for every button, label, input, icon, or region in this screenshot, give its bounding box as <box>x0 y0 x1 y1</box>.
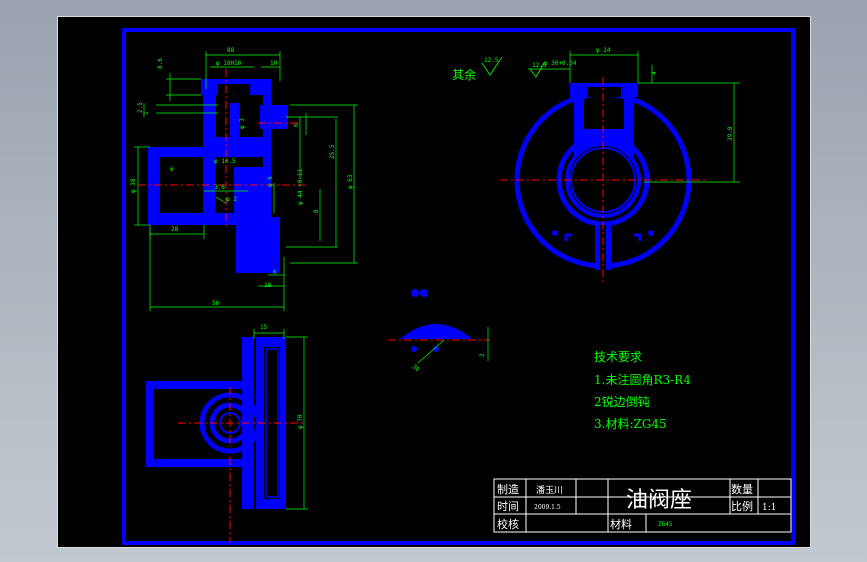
check-label: 校核 <box>497 517 519 531</box>
quantity-label: 数量 <box>731 483 753 496</box>
technical-requirements: 技术要求 1.未注圆角R3-R4 2锐边倒钝 3.材料:ZG45 <box>594 350 691 431</box>
dim-1: 1 <box>143 111 150 115</box>
scale-value: 1:1 <box>762 503 776 513</box>
dim-6-top: 6 <box>293 123 300 127</box>
dim-phi18h10: φ 18H10 <box>216 60 242 67</box>
dim-28: 28 <box>171 226 179 233</box>
dim-56: 56 <box>212 300 220 307</box>
dim-39-8: 39.8 <box>727 126 734 141</box>
dim-6-low: 6 <box>273 269 277 276</box>
dim-3-6: 3.6 <box>214 184 225 191</box>
roughness-symbol <box>481 56 503 76</box>
time-label: 时间 <box>497 500 519 513</box>
title-block: 制造 潘玉川 时间 2009.1.5 校核 油阀座 数量 比例 1:1 材料 Z… <box>493 478 792 533</box>
tech-req-title: 技术要求 <box>594 350 642 364</box>
part-name: 油阀座 <box>626 488 692 513</box>
rest-finish-value: 12.5 <box>484 57 499 64</box>
dim-phi30-tol: φ 30+0.34 <box>544 60 577 67</box>
tech-req-item-3: 3.材料:ZG45 <box>594 417 667 431</box>
dim-10: 10 <box>270 60 278 67</box>
detail-cap-shape <box>400 324 472 339</box>
dim-phi24: φ 24 <box>596 47 611 54</box>
detail-view: 2 30 <box>388 289 490 373</box>
side-view: φ 24 φ 30+0.34 4 39.8 <box>500 47 740 285</box>
dim-6-mid: 6 <box>170 166 174 173</box>
dim-phi3: φ 3 <box>239 118 246 129</box>
section-view: 88 10 φ 18H10 8.6 φ 3 6 1 2.5 φ 10.5 3.6… <box>130 47 358 311</box>
dim-8-6: 8.6 <box>157 58 164 69</box>
scale-label: 比例 <box>731 499 753 513</box>
dim-phi63: φ 63 <box>347 174 354 189</box>
drawing-border <box>122 28 795 545</box>
material-label: 材料 <box>610 517 632 531</box>
finish-value-top: 12.5 <box>532 62 547 69</box>
surface-finish-note: 其余 12.5 12.5 <box>452 56 547 82</box>
cad-drawing: 88 10 φ 18H10 8.6 φ 3 6 1 2.5 φ 10.5 3.6… <box>122 28 795 545</box>
dim-phi2: φ 2 <box>226 196 237 203</box>
rest-finish-label: 其余 <box>452 67 476 82</box>
tech-req-item-1: 1.未注圆角R3-R4 <box>594 372 691 387</box>
dim-2: 2 <box>479 353 486 357</box>
dim-phi10-5: φ 10.5 <box>214 158 236 165</box>
dim-88: 88 <box>227 47 235 54</box>
dim-18: 18 <box>264 282 272 289</box>
dim-phi70: φ 70 <box>297 414 304 429</box>
dim-15: 15 <box>260 324 268 331</box>
dim-phi38: φ 38 <box>130 178 137 193</box>
date-value: 2009.1.5 <box>534 504 561 511</box>
dim-phi6: φ 6 <box>267 176 274 187</box>
dim-phi44-tol: φ 44 +0.11 <box>297 168 304 205</box>
dim-2-5: 2.5 <box>137 102 144 113</box>
front-view: 15 φ 70 <box>146 324 308 543</box>
material-value: ZG45 <box>658 521 673 528</box>
dim-4: 4 <box>651 71 658 75</box>
maker-name: 潘玉川 <box>536 484 563 496</box>
tech-req-item-2: 2锐边倒钝 <box>594 395 650 409</box>
made-label: 制造 <box>497 482 519 496</box>
dim-30: 30 <box>411 363 421 373</box>
dim-25-5: 25.5 <box>329 144 336 159</box>
dim-8: 8 <box>313 209 320 213</box>
drawing-canvas: 88 10 φ 18H10 8.6 φ 3 6 1 2.5 φ 10.5 3.6… <box>57 16 811 548</box>
